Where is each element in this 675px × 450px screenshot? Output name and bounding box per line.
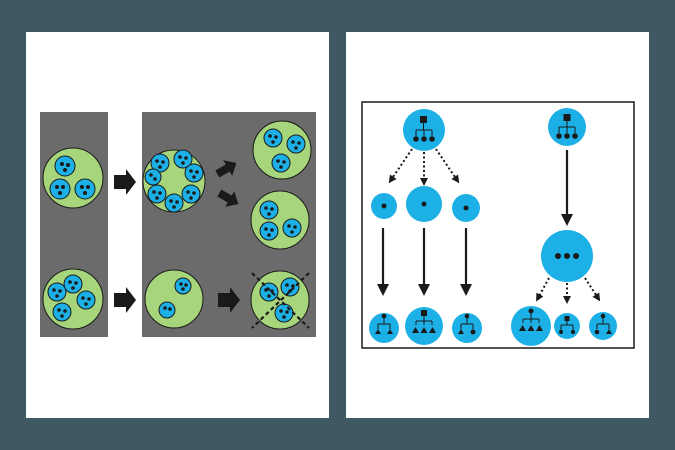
blue-cell — [147, 184, 167, 204]
intermediate-cell-right — [541, 230, 593, 282]
tree-glyph-icon — [556, 114, 578, 139]
blue-cell — [144, 168, 162, 186]
blue-cell — [181, 184, 201, 204]
child-cell — [406, 186, 442, 222]
left-card — [26, 32, 329, 418]
triangle-leaf-icon — [519, 325, 526, 331]
descendant-cell — [452, 313, 482, 343]
triangle-leaf-icon — [412, 327, 419, 333]
triangle-leaf-icon — [387, 329, 393, 334]
blue-cell — [184, 163, 204, 183]
green-culture-top-expanded — [142, 149, 206, 213]
triangle-leaf-icon — [429, 327, 436, 333]
blue-cell — [49, 178, 71, 200]
green-culture-bottom-reduced — [144, 269, 204, 329]
right-diagram — [361, 101, 635, 349]
blue-cell — [150, 153, 170, 173]
arrow-right-icon — [217, 189, 239, 207]
dotted-arrow-icon — [536, 277, 550, 302]
right-card — [346, 32, 649, 418]
child-cell — [452, 194, 480, 222]
arrow-right-icon — [215, 160, 237, 178]
triangle-leaf-icon — [420, 327, 428, 333]
triangle-leaf-icon — [536, 325, 543, 331]
arrow-right-icon — [114, 169, 136, 195]
dotted-arrow-icon — [435, 148, 460, 184]
green-culture-bottom-source — [42, 268, 104, 330]
blue-cell — [54, 155, 76, 177]
left-diagram — [40, 112, 316, 337]
green-culture-result-2 — [250, 190, 310, 250]
dashed-cross-icon — [251, 272, 310, 329]
arrow-right-icon — [114, 287, 136, 313]
descendant-cell — [369, 313, 399, 343]
green-culture-top-source — [42, 147, 104, 209]
green-culture-bottom-failed — [250, 270, 310, 330]
diagram-frame — [361, 101, 635, 349]
tree-glyph-icon — [413, 116, 435, 142]
triangle-leaf-icon — [375, 329, 381, 334]
blue-cell — [173, 149, 193, 169]
descendant-cell — [511, 306, 551, 346]
descendant-cell — [589, 312, 617, 340]
arrow-right-icon — [218, 287, 240, 313]
descendant-cell — [554, 313, 580, 339]
parent-cell-right — [548, 108, 586, 146]
triangle-leaf-icon — [527, 325, 535, 331]
child-cell — [371, 193, 397, 219]
parent-cell-left — [403, 109, 445, 151]
dotted-arrow-icon — [388, 148, 413, 184]
dotted-arrow-icon — [584, 277, 601, 302]
blue-cell — [164, 193, 184, 213]
triangle-leaf-icon — [606, 329, 612, 334]
blue-cell — [74, 178, 96, 200]
triangle-leaf-icon — [458, 329, 464, 334]
green-culture-result-1 — [252, 120, 312, 180]
descendant-cell — [405, 307, 443, 345]
